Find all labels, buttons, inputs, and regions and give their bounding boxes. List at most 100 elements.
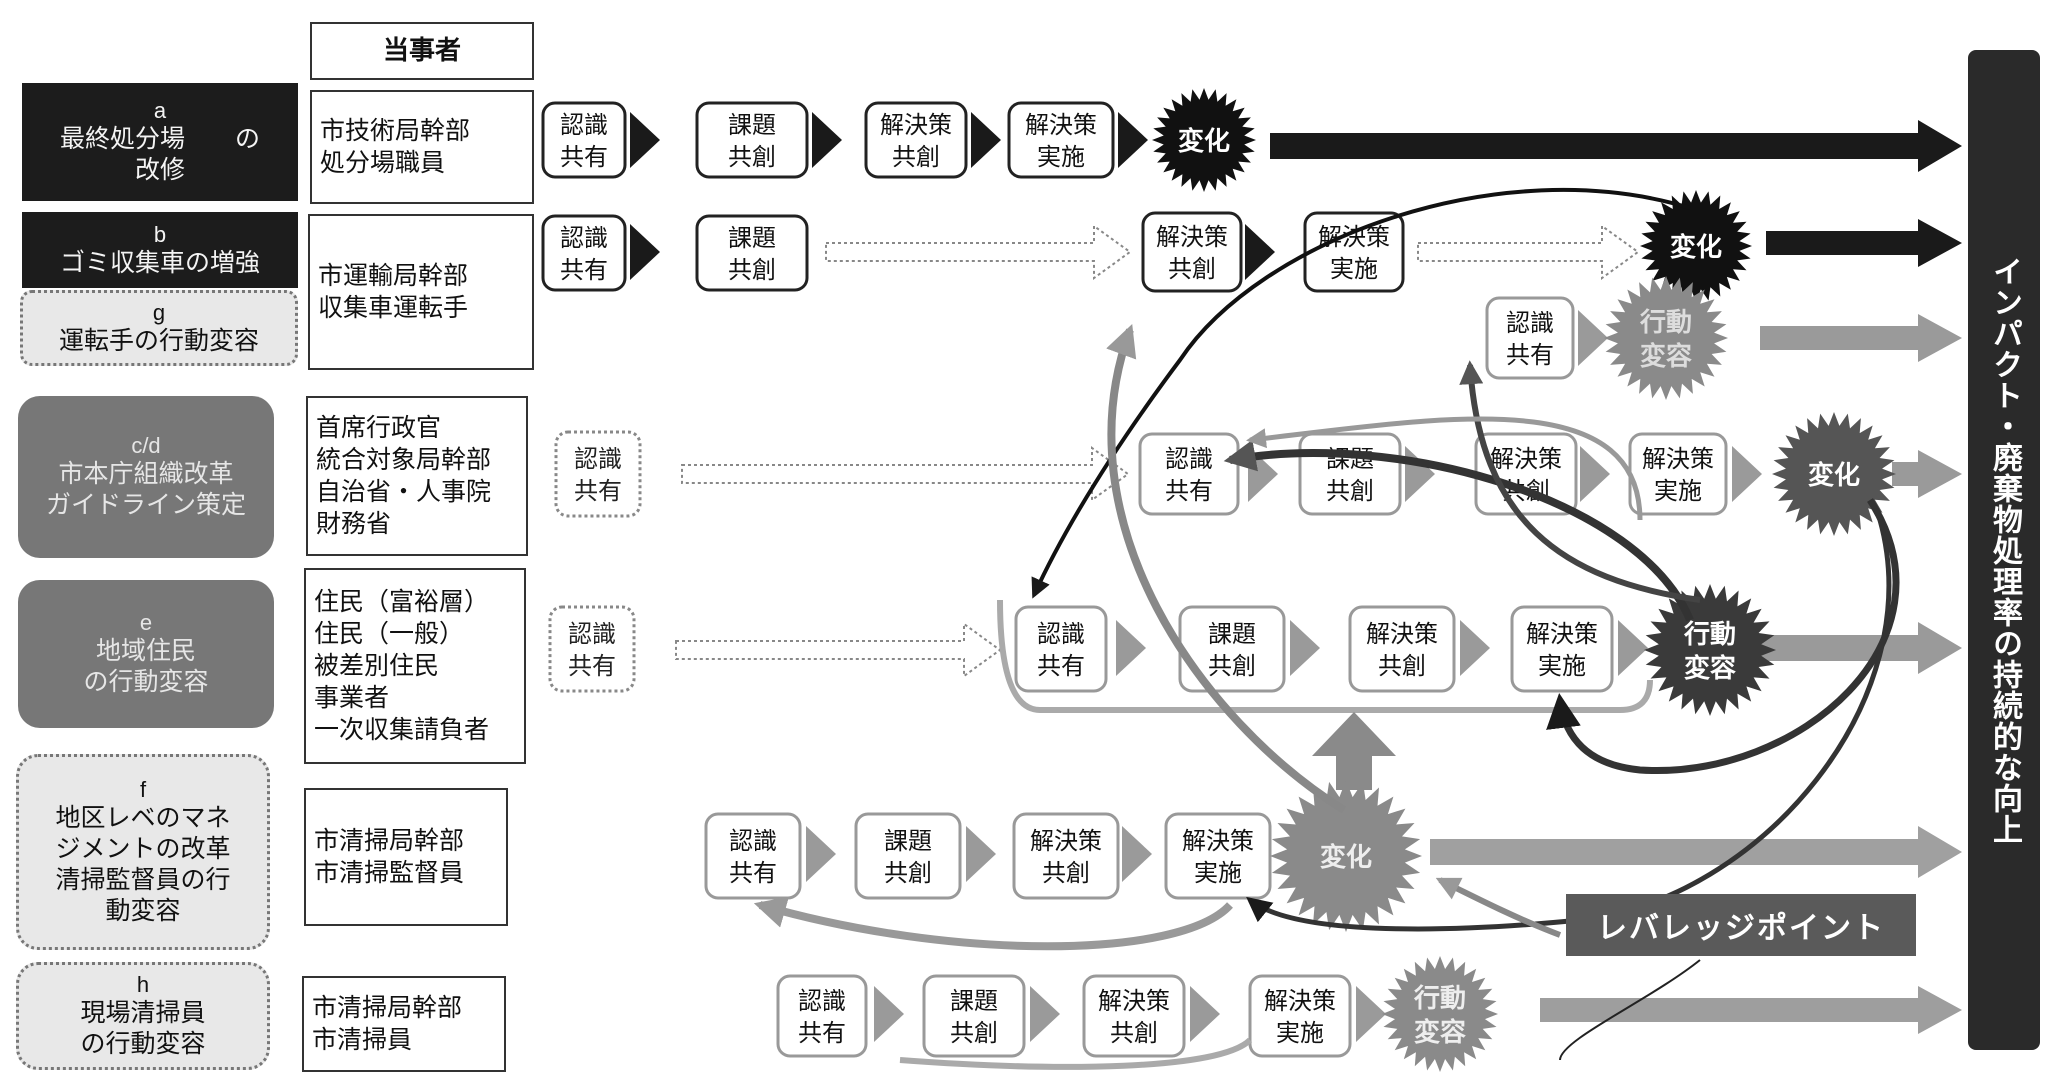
burst-text: 変化 (1178, 126, 1230, 157)
burst-change-cd: 変化 (1772, 412, 1896, 536)
step-box-text: 実施 (1654, 477, 1702, 505)
actors-b: 市運輸局幹部 収集車運転手 (308, 214, 534, 370)
leverage-point-label: レバレッジポイント (1566, 894, 1916, 956)
burst-text: 変化 (1808, 460, 1860, 491)
step-connector-arrow (1618, 620, 1648, 676)
step-box-text: 認識 (568, 620, 616, 648)
burst-text: 変化 (1670, 232, 1722, 263)
step-connector-arrow (971, 112, 1001, 168)
step-connector-arrow (1190, 986, 1220, 1042)
step-box-text: 解決策 (880, 111, 952, 139)
burst-shape (1644, 584, 1776, 716)
leverage-point-text: レバレッジポイント (1597, 911, 1885, 946)
impact-arrow (1430, 826, 1962, 878)
actor-item: 市清掃局幹部 (314, 826, 465, 855)
actor-item: 首席行政官 (316, 413, 442, 442)
step-box-text: 共有 (574, 477, 622, 505)
step-box-text: 認識 (560, 224, 608, 252)
actor-item: 事業者 (314, 683, 390, 712)
pending-arrow (825, 224, 1132, 280)
step-box-frame (548, 605, 636, 693)
step-box-text: 認識 (1165, 445, 1213, 473)
step-box-frame (554, 430, 642, 518)
burst-text: 行動 (1413, 983, 1466, 1014)
row-title-line: 清掃監督員の行 (55, 865, 231, 894)
step-box-text: 課題 (1208, 620, 1256, 648)
step-box-text: 共創 (892, 143, 940, 171)
impact-bar: インパクト・廃棄物処理率の持続的な向上 (1968, 50, 2040, 1050)
row-title-line: 最終処分場 の (59, 124, 260, 153)
step-box-text: 解決策 (1156, 223, 1228, 251)
row-label-cd: c/d 市本庁組織改革 ガイドライン策定 (18, 396, 274, 558)
row-label-f: f 地区レベのマネ ジメントの改革 清掃監督員の行 動変容 (16, 754, 270, 950)
step-box-text: 共有 (798, 1019, 846, 1047)
burst-shape (1772, 412, 1896, 536)
step-box-text: 解決策 (1490, 445, 1562, 473)
step-box-text: 共有 (1165, 477, 1213, 505)
actors-heading: 当事者 (310, 22, 534, 80)
actor-item: 処分場職員 (320, 148, 446, 177)
actors-e: 住民（富裕層） 住民（一般） 被差別住民 事業者 一次収集請負者 (304, 568, 526, 764)
row-title-line: 市本庁組織改革 (58, 459, 234, 488)
burst-text: 行動 (1683, 619, 1736, 650)
step-connector-arrow (806, 826, 836, 882)
row-letter: c/d (131, 433, 161, 458)
step-box-text: 共有 (560, 143, 608, 171)
actor-item: 統合対象局幹部 (316, 445, 492, 474)
step-box-text: 共創 (884, 859, 932, 887)
step-box-text: 課題 (950, 987, 998, 1015)
feedback-arrow (1435, 877, 1562, 938)
step-box-frame (704, 812, 802, 900)
actor-item: 市清掃局幹部 (312, 993, 463, 1022)
step-connector-arrow (812, 112, 842, 168)
actor-item: 住民（富裕層） (314, 587, 490, 616)
actors-f: 市清掃局幹部 市清掃監督員 (304, 788, 508, 926)
step-box-text: 共創 (728, 256, 776, 284)
burst-text: 変容 (1684, 653, 1736, 684)
burst-shape (1640, 190, 1752, 302)
burst-behavior-h: 行動変容 (1382, 956, 1498, 1072)
row-letter: f (139, 777, 147, 802)
impact-arrow (1540, 986, 1962, 1034)
row-label-b: b ゴミ収集車の増強 (22, 212, 298, 288)
feedback-arrow (1459, 360, 1701, 603)
step-box-frame (1141, 211, 1243, 293)
step-box-frame (1082, 974, 1186, 1058)
step-connector-arrow (1580, 446, 1610, 502)
step-box-frame (1348, 605, 1456, 693)
actor-item: 市清掃監督員 (314, 858, 465, 887)
step-box-text: 共有 (568, 652, 616, 680)
row-letter: g (152, 299, 166, 325)
burst-shape (1270, 780, 1422, 932)
feedback-arrow (1223, 439, 1694, 622)
step-connector-arrow (1118, 112, 1148, 168)
actor-item: 市清掃員 (312, 1025, 413, 1054)
step-box-frame (1014, 605, 1108, 693)
feedback-arrow (1106, 323, 1347, 814)
actor-item: 一次収集請負者 (314, 715, 490, 744)
row-label-g: g 運転手の行動変容 (20, 290, 298, 366)
row-label-h: h 現場清掃員 の行動変容 (16, 962, 270, 1070)
step-connector-arrow (1030, 986, 1060, 1042)
impact-arrow (1730, 622, 1962, 674)
row-letter: b (153, 221, 167, 247)
actor-item: 被差別住民 (314, 651, 440, 680)
burst-change-f: 変化 (1270, 780, 1422, 932)
burst-behavior-g: 行動変容 (1604, 276, 1728, 400)
burst-text: 変化 (1320, 842, 1372, 873)
step-box-text: 解決策 (1030, 827, 1102, 855)
step-connector-arrow (1245, 224, 1275, 280)
